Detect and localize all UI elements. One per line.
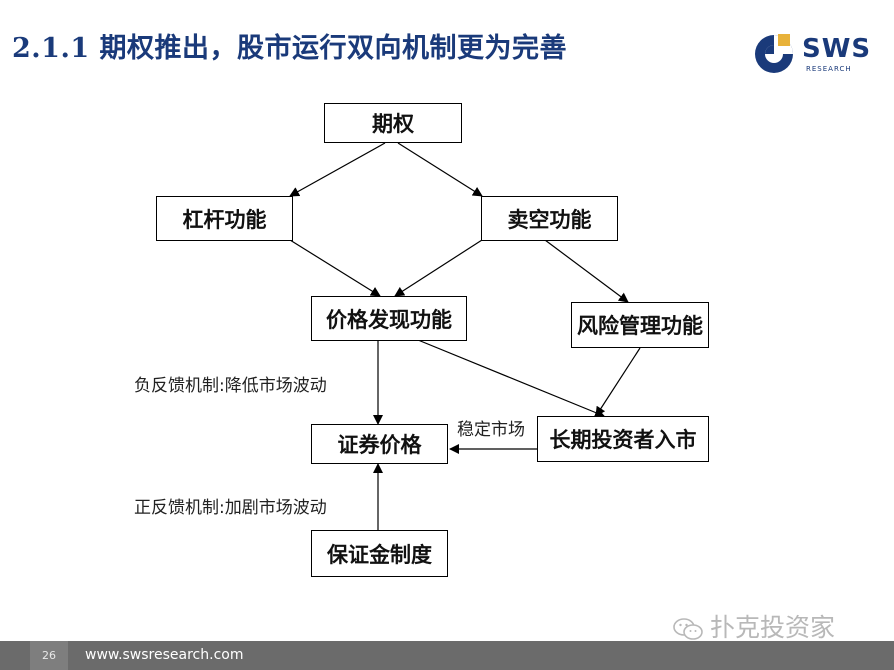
arrow-leverage-to-price-discovery xyxy=(289,239,381,297)
footer-bar: 26 www.swsresearch.com xyxy=(0,641,894,670)
node-margin-system: 保证金制度 xyxy=(311,530,448,577)
page-title: 2.1.1 期权推出，股市运行双向机制更为完善 xyxy=(12,33,568,64)
sws-logo-icon xyxy=(755,34,793,73)
arrow-price-discovery-to-long-term xyxy=(417,339,605,418)
page-number: 26 xyxy=(30,641,68,670)
arrow-short-to-risk-management xyxy=(544,239,629,303)
logo-subtext: RESEARCH xyxy=(806,65,852,73)
node-long-term-investors: 长期投资者入市 xyxy=(537,416,709,462)
node-price-discovery: 价格发现功能 xyxy=(311,296,467,341)
wechat-icon xyxy=(673,618,703,640)
arrow-short-to-price-discovery xyxy=(394,239,483,297)
sws-logo: SWS RESEARCH xyxy=(752,28,882,78)
watermark-text: 扑克投资家 xyxy=(710,613,836,642)
node-securities-price: 证券价格 xyxy=(311,424,448,464)
watermark: 扑克投资家 xyxy=(672,608,835,644)
node-risk-management: 风险管理功能 xyxy=(571,302,709,348)
node-options: 期权 xyxy=(324,103,462,143)
arrow-options-to-short xyxy=(397,142,483,197)
node-leverage: 杠杆功能 xyxy=(156,196,293,241)
node-short-selling: 卖空功能 xyxy=(481,196,618,241)
label-negative-feedback: 负反馈机制:降低市场波动 xyxy=(134,376,327,396)
footer-url[interactable]: www.swsresearch.com xyxy=(85,647,244,663)
arrow-options-to-leverage xyxy=(289,142,386,197)
arrow-risk-management-to-long-term xyxy=(595,347,641,417)
label-positive-feedback: 正反馈机制:加剧市场波动 xyxy=(134,498,327,518)
label-stabilize-market: 稳定市场 xyxy=(457,420,525,440)
logo-text: SWS xyxy=(802,34,872,64)
